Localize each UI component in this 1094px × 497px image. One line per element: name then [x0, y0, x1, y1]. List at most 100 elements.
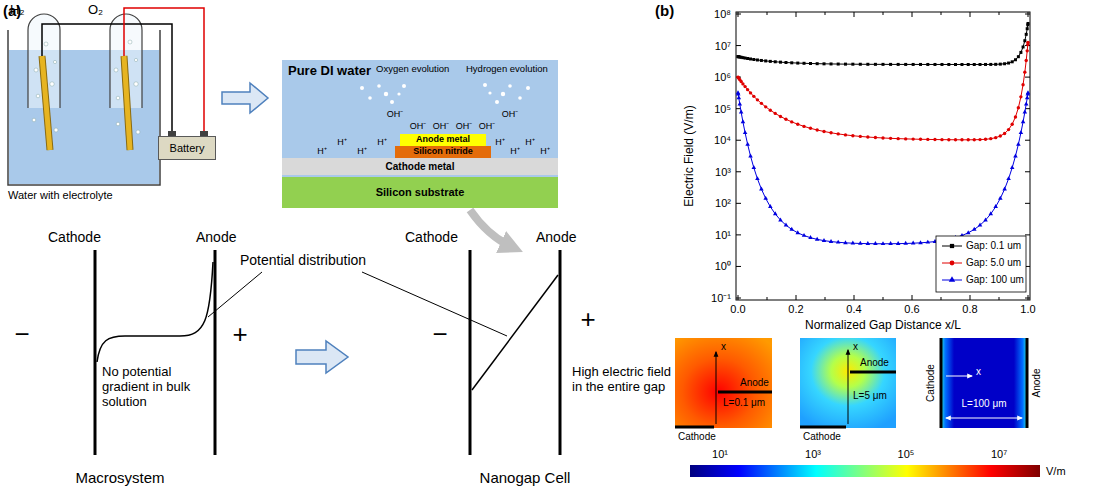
chart-frame [941, 12, 942, 15]
chart-frame [1028, 12, 1029, 17]
data-marker [999, 134, 1002, 137]
gas-label: H₂ [10, 3, 24, 18]
field-curve [738, 42, 1028, 139]
data-marker [873, 241, 878, 245]
data-marker [1024, 101, 1029, 105]
data-marker [760, 102, 763, 105]
data-marker [1007, 62, 1010, 65]
cross-section [501, 92, 505, 96]
color-bar [690, 465, 1040, 477]
chart-frame [1028, 295, 1029, 300]
data-marker [752, 95, 755, 98]
flow-arrow [222, 83, 268, 113]
chart-frame [767, 12, 768, 15]
data-marker [994, 136, 997, 139]
tick-label: 0.8 [962, 303, 977, 316]
data-marker [859, 135, 862, 138]
cross-section [390, 100, 394, 104]
ion-label: H⁺ [525, 137, 535, 147]
data-marker [954, 63, 957, 66]
data-marker [999, 63, 1002, 66]
data-marker [866, 241, 871, 245]
data-marker [1002, 186, 1007, 190]
ion-label: OH⁻ [502, 109, 519, 119]
beaker [124, 8, 204, 133]
data-marker [1023, 70, 1026, 73]
data-marker [973, 138, 976, 141]
chart-frame [736, 45, 741, 46]
data-marker [741, 82, 744, 85]
process-label: Oxygen evolution [376, 64, 449, 75]
data-marker [1013, 153, 1018, 157]
data-marker [830, 62, 833, 65]
ion-label: H⁺ [495, 137, 505, 147]
ion-label: OH⁻ [479, 121, 496, 131]
beaker [36, 94, 40, 98]
data-marker [756, 98, 759, 101]
data-marker [1019, 95, 1022, 98]
data-marker [988, 211, 993, 215]
data-marker [1025, 59, 1028, 62]
data-marker [954, 138, 957, 141]
data-marker [911, 137, 914, 140]
legend-label: Gap: 5.0 um [966, 257, 1021, 269]
data-marker [960, 63, 963, 66]
data-marker [748, 153, 753, 157]
data-marker [874, 63, 877, 66]
beaker [116, 122, 120, 126]
data-marker [784, 223, 789, 227]
chart-frame [796, 295, 797, 300]
map-label: Cathode [803, 431, 841, 443]
caption-text: Water with electrolyte [8, 189, 113, 202]
data-marker [790, 61, 793, 64]
chart-frame [999, 297, 1000, 300]
electrode-label: Cathode [405, 229, 458, 245]
data-marker [967, 138, 970, 141]
data-marker [749, 91, 752, 94]
field-map [940, 338, 1028, 428]
cathode-metal-layer: Cathode metal [282, 158, 558, 175]
data-marker [743, 85, 746, 88]
chart-frame [825, 297, 826, 300]
data-marker [1011, 123, 1014, 126]
data-marker [1014, 115, 1017, 118]
polarity-sign: − [432, 320, 447, 350]
data-marker [989, 63, 992, 66]
data-marker [1021, 83, 1024, 86]
data-marker [1026, 41, 1029, 44]
data-marker [947, 138, 950, 141]
field-map [1026, 338, 1029, 428]
beaker [42, 24, 172, 133]
data-marker [736, 92, 741, 96]
beaker [128, 40, 132, 44]
data-marker [960, 138, 963, 141]
ion-label: H⁺ [540, 146, 550, 156]
data-marker [978, 138, 981, 141]
data-marker [802, 233, 807, 237]
potential-plot [214, 250, 217, 455]
data-marker [843, 240, 848, 244]
chart-frame [912, 295, 913, 300]
colorbar-tick: 10⁵ [898, 448, 915, 461]
data-marker [874, 136, 877, 139]
tick-label: 1.0 [1020, 303, 1035, 316]
data-marker [1007, 128, 1010, 131]
colorbar-tick: 10¹ [712, 448, 728, 461]
map-label: Anode [740, 377, 769, 389]
ion-label: H⁺ [317, 146, 327, 156]
beaker [50, 82, 54, 86]
data-marker [1014, 58, 1017, 61]
data-marker [746, 57, 749, 60]
beaker [34, 68, 38, 72]
node-text: Silicon nitride [413, 147, 473, 157]
cross-section [360, 86, 364, 90]
data-marker [756, 58, 759, 61]
chart-frame [999, 12, 1000, 15]
chart-frame [936, 236, 1026, 292]
process-label: Hydrogen evolution [466, 64, 548, 75]
data-marker [1003, 62, 1006, 65]
legend-sample [949, 276, 955, 282]
chart-frame [736, 266, 741, 267]
data-marker [774, 60, 777, 63]
